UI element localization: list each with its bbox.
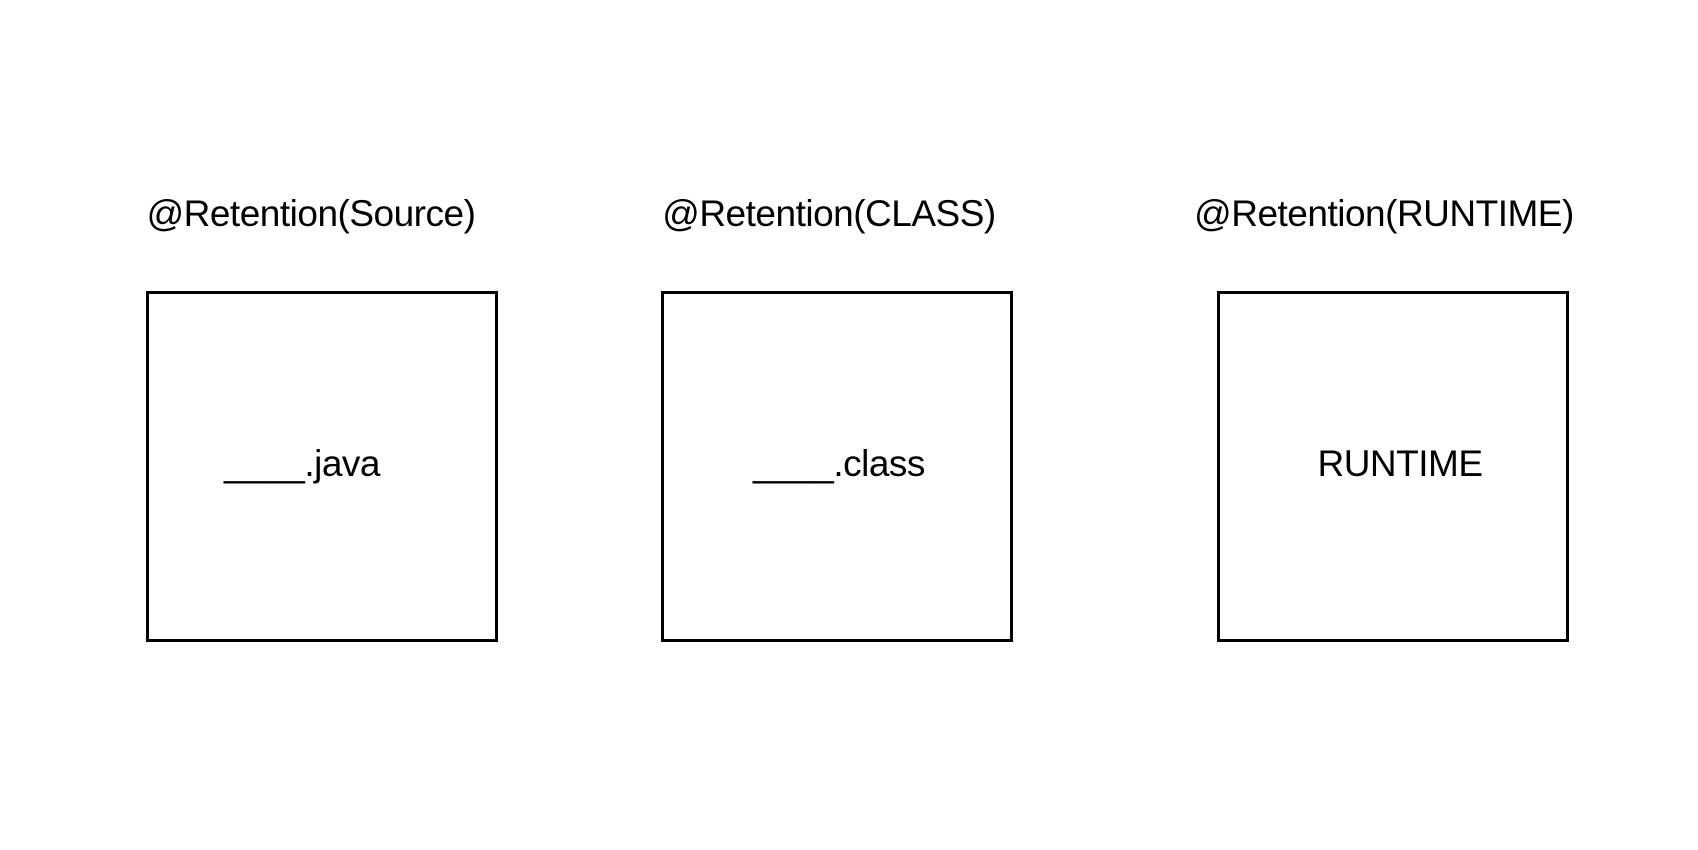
retention-runtime-column: @Retention(RUNTIME) RUNTIME	[1194, 0, 1574, 850]
class-file-text: ____.class	[753, 443, 925, 484]
runtime-text: RUNTIME	[1317, 443, 1483, 484]
retention-source-box: ____.java	[146, 291, 498, 642]
retention-source-column: @Retention(Source) ____.java	[121, 0, 501, 850]
retention-runtime-box: RUNTIME	[1217, 291, 1569, 642]
java-file-text: ____.java	[224, 443, 380, 484]
retention-source-label: @Retention(Source)	[146, 193, 476, 234]
retention-class-label: @Retention(CLASS)	[662, 193, 996, 234]
retention-class-box: ____.class	[661, 291, 1013, 642]
retention-class-column: @Retention(CLASS) ____.class	[639, 0, 1019, 850]
retention-runtime-label: @Retention(RUNTIME)	[1194, 193, 1574, 234]
